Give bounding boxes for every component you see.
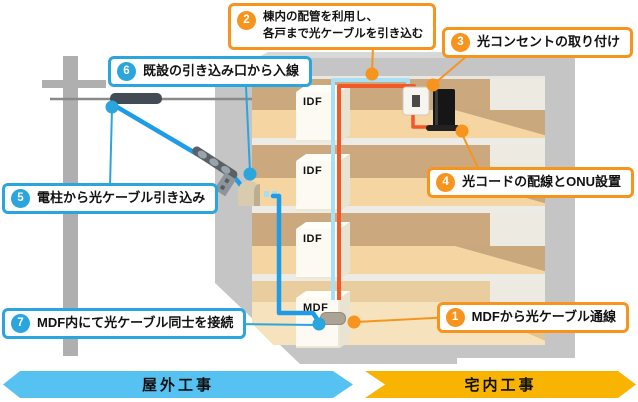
onu-stand <box>426 125 460 131</box>
pointer-line-6 <box>245 85 251 173</box>
onu-highlight <box>435 91 438 126</box>
step-number-badge: 2 <box>237 11 256 30</box>
optical-outlet-jack <box>412 95 420 107</box>
floor1-sidewall <box>490 281 545 302</box>
cable-closure <box>110 93 162 104</box>
idf-box-top <box>296 154 350 161</box>
floor2-sidewall <box>490 213 545 246</box>
banner-label: 屋外工事 <box>141 377 214 394</box>
hidden-cable-dash <box>264 191 269 197</box>
step-number-badge: 3 <box>450 33 470 52</box>
idf-label: IDF <box>303 233 323 245</box>
callout-step-3: 3 光コンセントの取り付け <box>441 27 633 58</box>
idf-box-top <box>296 85 350 92</box>
cable-entry-cowl-shade <box>254 184 260 206</box>
callout-step-1: 1 MDFから光ケーブル通線 <box>436 302 629 333</box>
idf-box-side <box>340 154 350 211</box>
pointer-dot-6 <box>243 167 257 181</box>
onu-device <box>433 89 455 128</box>
riser-cable-to-mdf <box>270 193 320 322</box>
callout-text: 光コードの配線とONU設置 <box>462 174 621 190</box>
pointer-line-5 <box>109 108 113 187</box>
banner-label: 宅内工事 <box>464 377 537 394</box>
pointer-dot-1 <box>347 315 361 329</box>
idf-label: IDF <box>303 96 323 108</box>
idf-box-side <box>340 85 350 142</box>
callout-step-5: 5 電柱から光ケーブル引き込み <box>2 183 219 214</box>
idf-box-top <box>296 222 350 229</box>
callout-text: 光コンセントの取り付け <box>476 34 620 50</box>
callout-step-6: 6 既設の引き込み口から入線 <box>108 56 313 87</box>
idf-label: IDF <box>303 165 323 177</box>
indoor-orange-riser <box>337 84 416 300</box>
callout-step-2: 2 棟内の配管を利用し、 各戸まで光ケーブルを引き込む <box>228 3 437 50</box>
floor4-slab <box>252 138 545 145</box>
pointer-dot-2 <box>365 67 379 81</box>
pointer-line-1 <box>355 316 453 323</box>
indoor-fiber-riser <box>331 78 410 300</box>
indoor-work-banner: 宅内工事 <box>365 371 636 398</box>
pointer-dot-7 <box>312 317 326 331</box>
step-number-badge: 7 <box>11 314 30 333</box>
pointer-dot-5 <box>105 100 119 114</box>
step-number-badge: 6 <box>117 62 136 81</box>
pole-crossarm <box>42 80 106 88</box>
floor4-sidewall <box>490 79 545 110</box>
callout-text: 棟内の配管を利用し、 各戸まで光ケーブルを引き込む <box>263 11 424 41</box>
floor2-slab <box>252 274 545 281</box>
wall-cable-clamp <box>192 146 238 197</box>
callout-text: 電柱から光ケーブル引き込み <box>37 190 206 206</box>
callout-text: 既設の引き込み口から入線 <box>143 63 300 79</box>
pointer-line-4 <box>461 133 480 171</box>
floor2-wall <box>252 213 490 246</box>
outdoor-work-banner: 屋外工事 <box>3 371 353 398</box>
pointer-dot-3 <box>426 78 440 92</box>
mdf-box-top <box>296 291 350 298</box>
idf-box-side <box>340 222 350 279</box>
callout-text: MDF内にて光ケーブル同士を接続 <box>37 315 234 331</box>
ceiling-edge <box>252 76 545 79</box>
floor3-slab <box>252 206 545 213</box>
callout-step-7: 7 MDF内にて光ケーブル同士を接続 <box>2 308 247 339</box>
callout-step-4: 4 光コードの配線とONU設置 <box>427 167 634 198</box>
pointer-line-3 <box>433 54 469 85</box>
step-number-badge: 1 <box>445 308 465 327</box>
step-number-badge: 4 <box>436 173 456 192</box>
pointer-dot-4 <box>455 124 469 138</box>
step-number-badge: 5 <box>11 189 30 208</box>
callout-text: MDFから光ケーブル通線 <box>471 309 616 325</box>
